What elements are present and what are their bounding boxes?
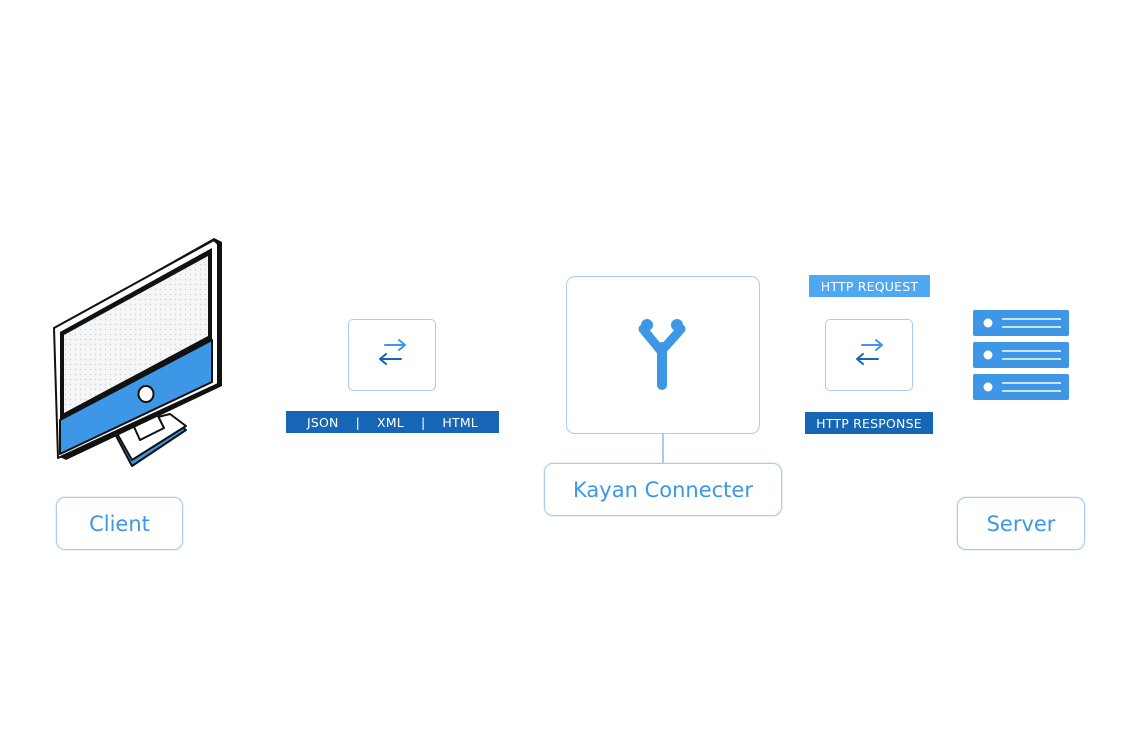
server-label-text: Server: [986, 511, 1056, 536]
server-unit: [973, 310, 1069, 336]
server-stack-icon: [973, 309, 1069, 401]
http-response-text: HTTP RESPONSE: [816, 415, 922, 431]
format-xml: XML: [377, 414, 404, 430]
client-label: Client: [56, 497, 183, 550]
server-unit: [973, 374, 1069, 400]
http-request-text: HTTP REQUEST: [820, 278, 919, 294]
format-separator: |: [420, 414, 426, 430]
http-request-tag: HTTP REQUEST: [809, 275, 930, 297]
connector-hub: [566, 276, 760, 434]
bidirectional-arrow-icon: [374, 338, 410, 372]
connector-label-text: Kayan Connecter: [573, 477, 753, 502]
server-label: Server: [957, 497, 1085, 550]
formats-tag: JSON | XML | HTML: [286, 411, 499, 433]
monitor-icon: [48, 232, 228, 472]
server-unit: [973, 342, 1069, 368]
bidirectional-arrow-icon: [851, 338, 887, 372]
kayan-logo-icon: [633, 313, 693, 397]
format-json: JSON: [307, 414, 339, 430]
format-separator: |: [355, 414, 361, 430]
server-exchange-box: [825, 319, 913, 391]
connector-label: Kayan Connecter: [544, 463, 782, 516]
http-response-tag: HTTP RESPONSE: [805, 412, 933, 434]
format-html: HTML: [442, 414, 478, 430]
client-exchange-box: [348, 319, 436, 391]
client-label-text: Client: [89, 511, 150, 536]
hub-connector-line: [662, 434, 664, 463]
